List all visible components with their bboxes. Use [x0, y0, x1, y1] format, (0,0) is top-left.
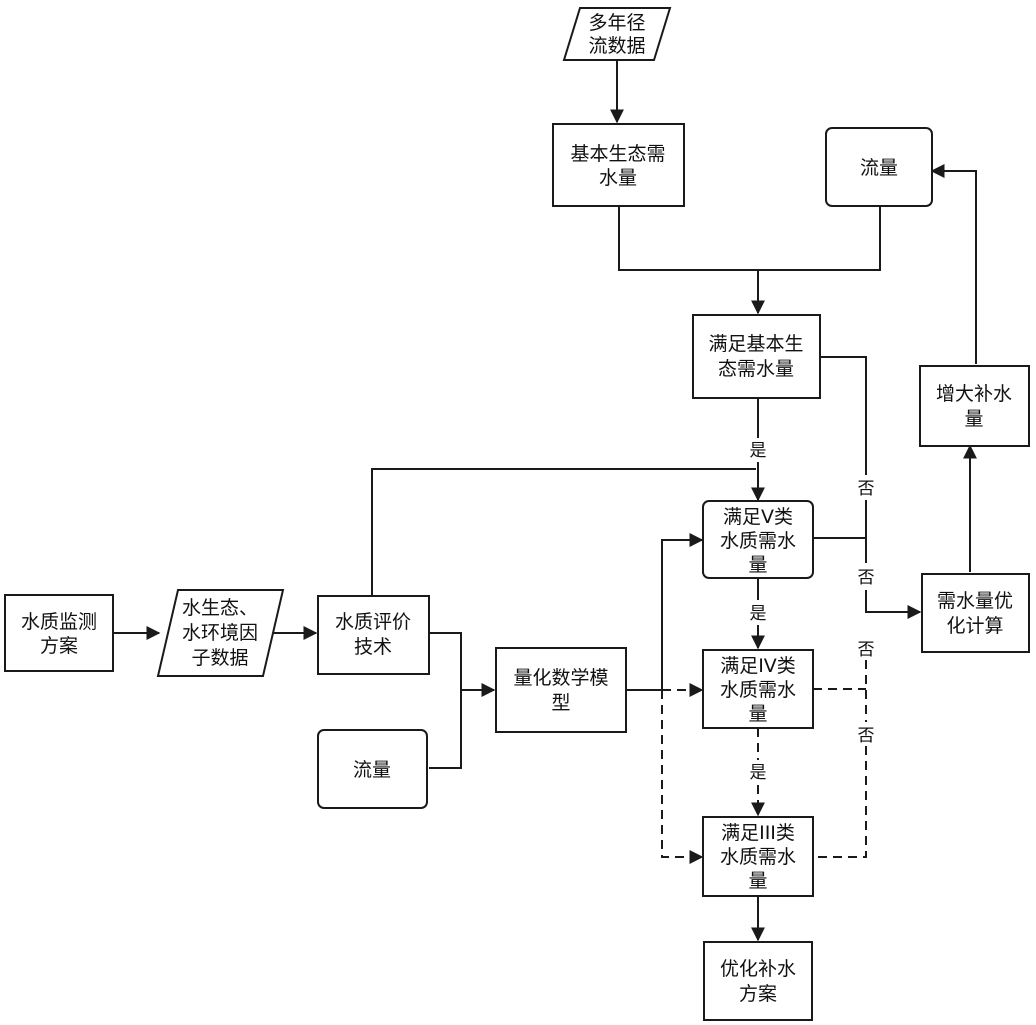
node-meet-v: 满足V类 水质需水 量 — [702, 500, 814, 579]
label-yes-v: 是 — [750, 604, 767, 624]
edge-labels: 是 否 否 是 否 否 是 — [750, 441, 875, 783]
node-meet-basic: 满足基本生 态需水量 — [692, 314, 821, 399]
quant-model-line-1: 量化数学模 — [513, 667, 608, 689]
node-eco-factor-data: 水生态、 水环境因 子数据 — [156, 589, 285, 677]
node-flow-bottom: 流量 — [317, 729, 428, 809]
node-optimized-plan: 优化补水 方案 — [703, 941, 813, 1021]
edges — [113, 60, 977, 942]
increase-supply-line-1: 增大补水 — [936, 383, 1012, 405]
runoff-data-line-1: 多年径 — [588, 12, 645, 34]
edge-iv-no — [813, 660, 867, 858]
node-increase-supply: 增大补水 量 — [919, 365, 1030, 447]
demand-opt-line-2: 化计算 — [946, 615, 1003, 637]
node-monitoring-plan: 水质监测 方案 — [4, 594, 114, 672]
label-yes-iv: 是 — [750, 763, 767, 783]
node-demand-opt: 需水量优 化计算 — [921, 573, 1030, 653]
monitoring-plan-line-2: 方案 — [40, 635, 78, 657]
node-quality-eval: 水质评价 技术 — [317, 595, 430, 675]
basic-demand-line-2: 水量 — [599, 167, 637, 189]
edge-model-to-v — [626, 533, 704, 691]
label-no-basic: 否 — [858, 479, 875, 499]
node-flow-top: 流量 — [825, 127, 933, 207]
increase-supply-line-2: 量 — [964, 408, 983, 430]
meet-basic-line-1: 满足基本生 — [708, 333, 803, 355]
meet-iv-line-3: 量 — [748, 703, 767, 725]
meet-basic-line-2: 态需水量 — [718, 358, 794, 380]
optimized-plan-line-1: 优化补水 — [720, 958, 796, 980]
edge-model-to-iii — [661, 690, 704, 864]
meet-v-line-2: 水质需水 — [720, 530, 796, 552]
meet-iii-line-3: 量 — [748, 870, 767, 892]
flow-bottom-text: 流量 — [353, 759, 391, 781]
eco-factor-line-1: 水生态、 — [182, 597, 258, 619]
node-basic-demand: 基本生态需 水量 — [552, 123, 685, 207]
basic-demand-line-1: 基本生态需 — [570, 143, 665, 165]
label-no-v: 否 — [858, 568, 875, 588]
meet-iii-line-2: 水质需水 — [720, 846, 796, 868]
quality-eval-line-1: 水质评价 — [335, 611, 411, 633]
eco-factor-line-3: 子数据 — [191, 647, 248, 669]
demand-opt-line-1: 需水量优 — [937, 590, 1013, 612]
flow-top-text: 流量 — [860, 157, 898, 179]
edge-eval-flow-merge — [429, 632, 494, 769]
node-meet-iii: 满足III类 水质需水 量 — [702, 816, 814, 897]
meet-iii-line-1: 满足III类 — [721, 822, 795, 844]
meet-iv-line-1: 满足IV类 — [720, 655, 796, 677]
runoff-data-line-2: 流数据 — [588, 35, 645, 57]
node-meet-iv: 满足IV类 水质需水 量 — [702, 649, 814, 729]
meet-v-line-3: 量 — [748, 554, 767, 576]
meet-iv-line-2: 水质需水 — [720, 679, 796, 701]
monitoring-plan-line-1: 水质监测 — [21, 611, 97, 633]
edge-meet-basic-no — [820, 356, 920, 612]
edge-basic-merge — [618, 206, 881, 271]
quality-eval-line-2: 技术 — [354, 636, 392, 658]
node-quant-model: 量化数学模 型 — [495, 647, 627, 733]
quant-model-line-2: 型 — [551, 692, 570, 714]
label-no-iv: 否 — [858, 640, 875, 660]
optimized-plan-line-2: 方案 — [739, 983, 777, 1005]
node-runoff-data: 多年径 流数据 — [562, 7, 672, 61]
eco-factor-line-2: 水环境因 — [182, 622, 258, 644]
edge-increase-to-flow — [930, 164, 977, 364]
label-yes-basic: 是 — [750, 441, 767, 461]
edge-eval-to-v — [371, 468, 756, 596]
meet-v-line-1: 满足V类 — [723, 506, 793, 528]
label-no-iii: 否 — [858, 726, 875, 746]
